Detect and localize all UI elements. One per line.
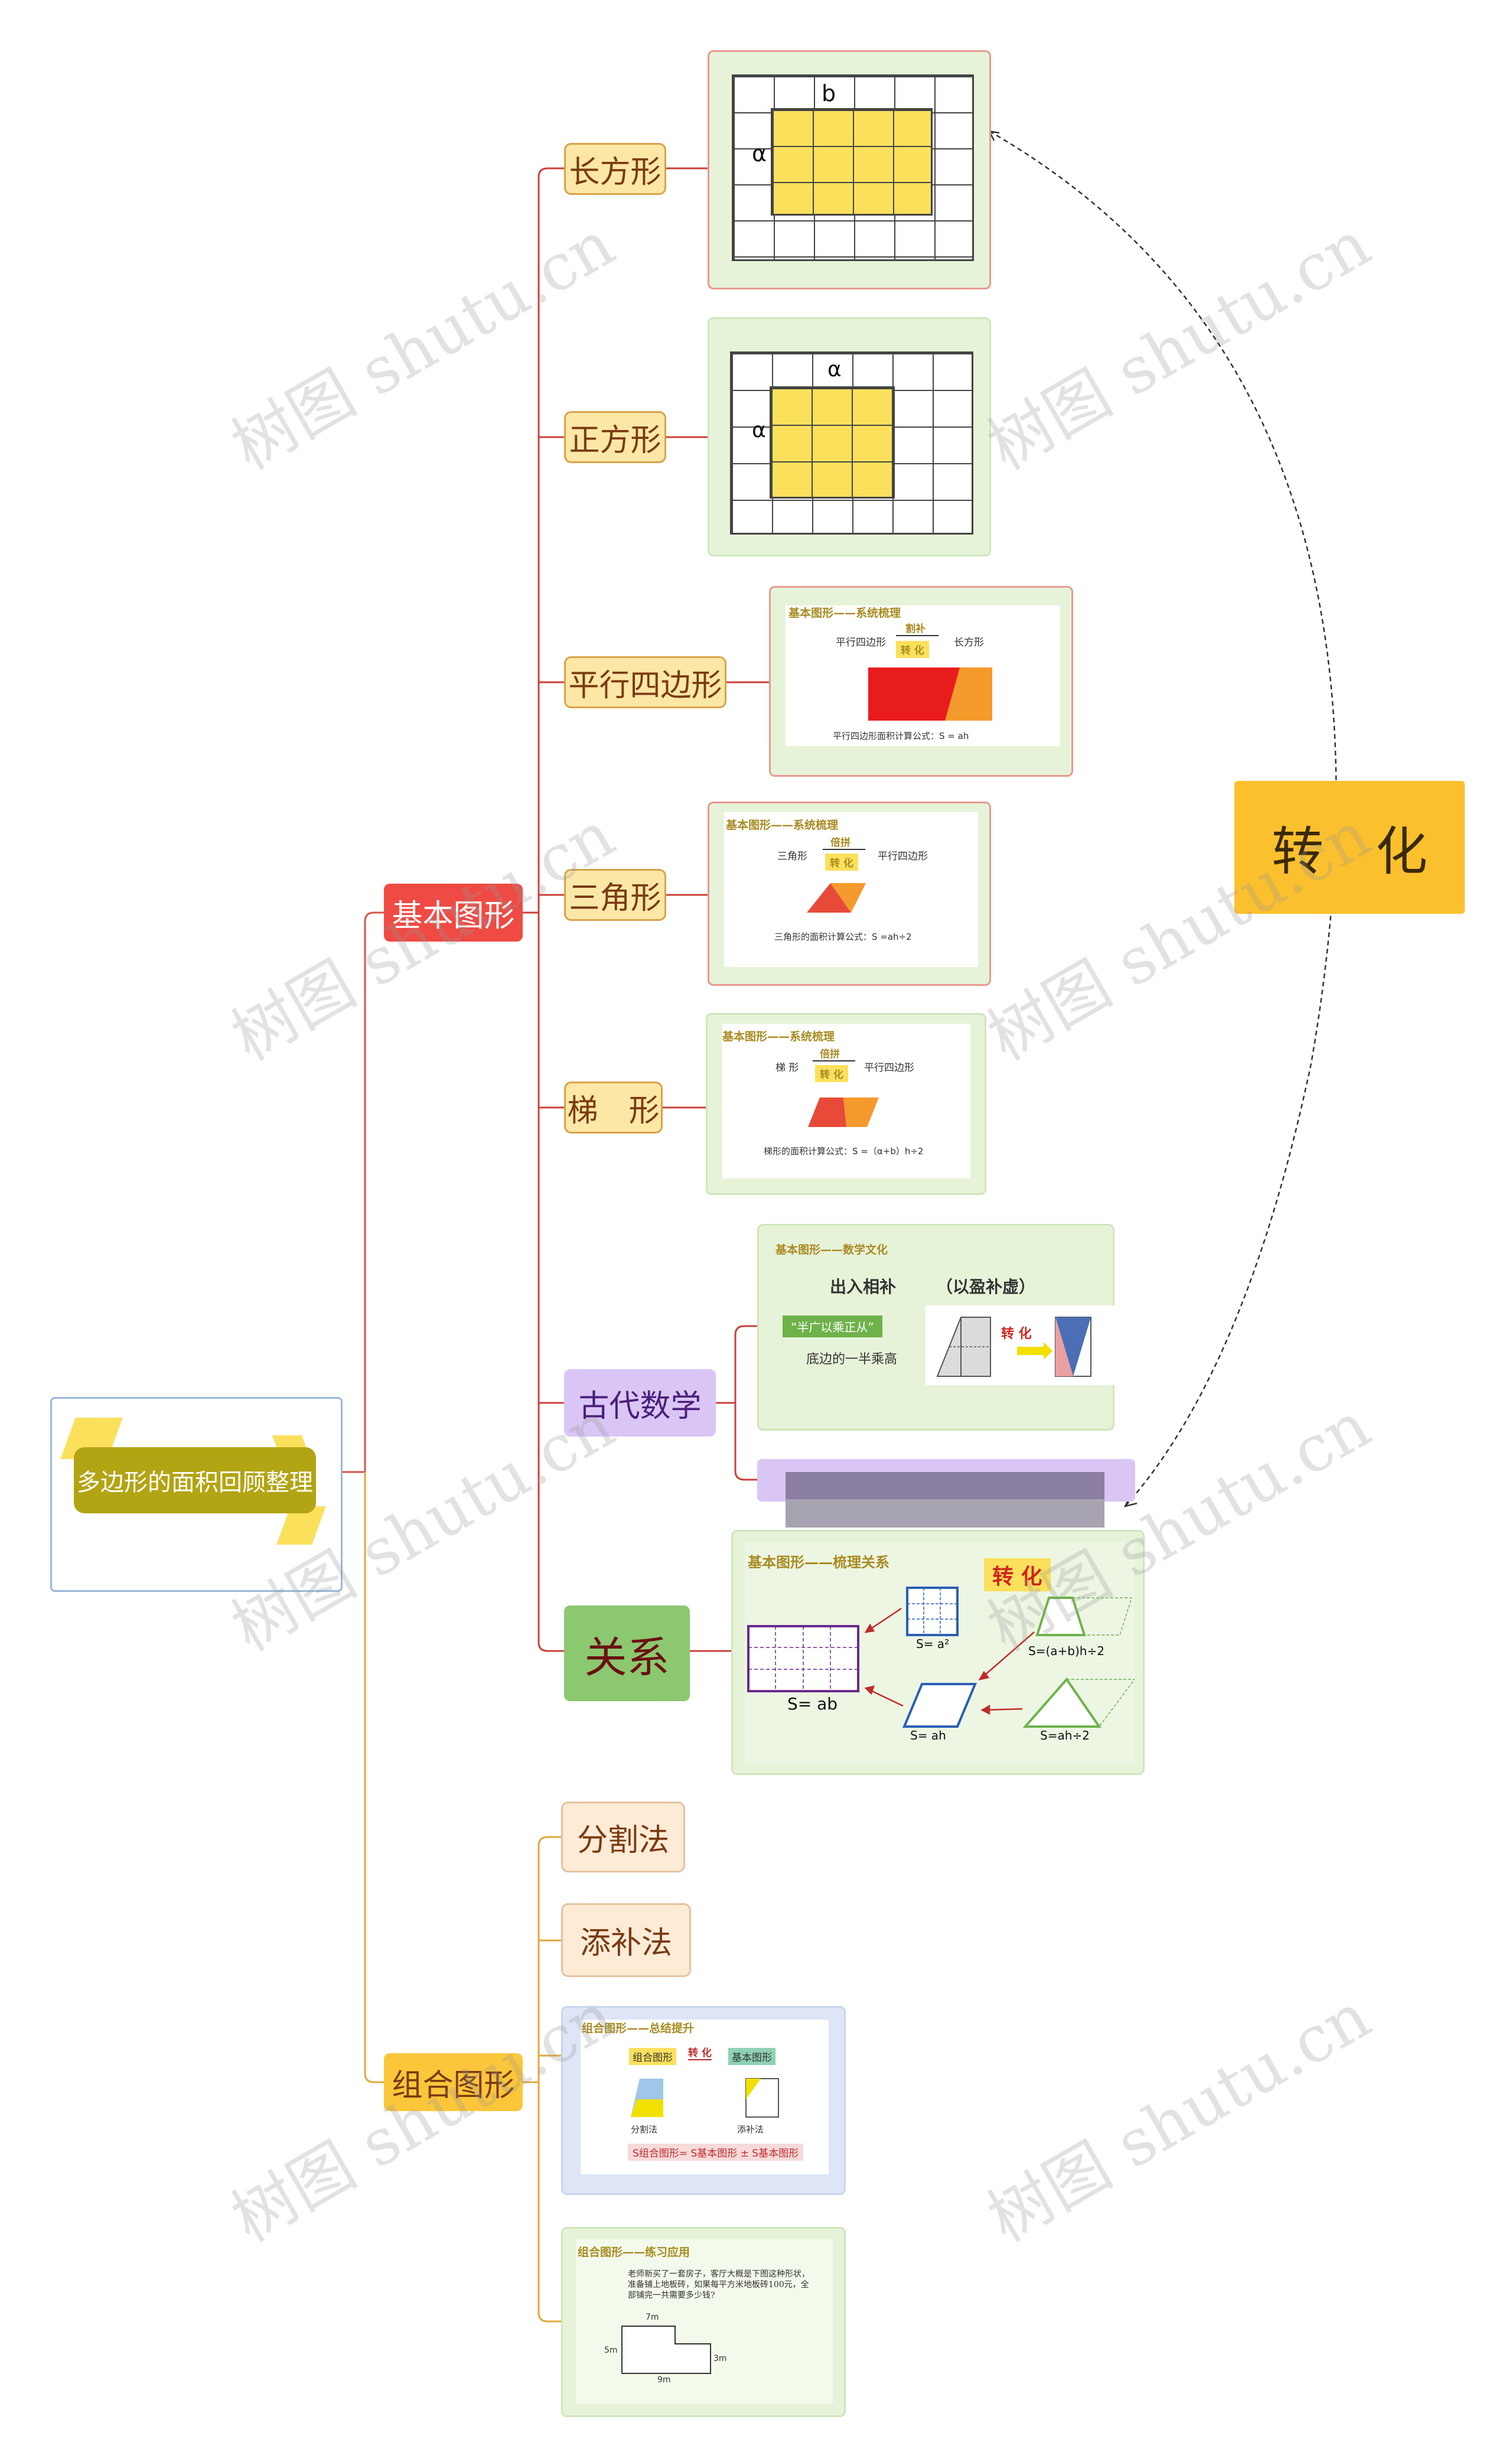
ancient-card-title: 基本图形——数学文化 xyxy=(775,1243,888,1256)
node-split-method[interactable]: 分割法 xyxy=(561,1802,685,1872)
relation-formula-square: S= a² xyxy=(916,1637,950,1651)
node-rectangle[interactable]: 长方形 xyxy=(564,143,666,195)
node-ancient-math[interactable]: 古代数学 xyxy=(564,1369,716,1437)
ancient-arrow-label: 转 化 xyxy=(1001,1327,1032,1341)
relation-formula-triangle: S=ah÷2 xyxy=(1040,1728,1090,1743)
card-square: α α xyxy=(708,317,991,556)
transform-node[interactable]: 转 化 xyxy=(1234,781,1465,914)
practice-shape xyxy=(621,2326,711,2374)
node-triangle[interactable]: 三角形 xyxy=(564,869,666,921)
relation-diagram xyxy=(747,1587,1135,1728)
summary-method-1: 分割法 xyxy=(631,2124,658,2135)
trapezoid-formula: 梯形的面积计算公式：S =（α+b）h÷2 xyxy=(764,1146,924,1157)
trapezoid-mid: 转 化 xyxy=(815,1065,848,1082)
summary-right: 基本图形 xyxy=(728,2048,775,2065)
square-label-left: α xyxy=(752,418,766,442)
node-fill-method[interactable]: 添补法 xyxy=(561,1903,691,1977)
root-node[interactable]: 多边形的面积回顾整理 xyxy=(74,1447,316,1513)
summary-mid: 转 化 xyxy=(688,2044,712,2060)
card-ancient-math: 基本图形——数学文化 出入相补 （以盈补虚） “半广以乘正从” 底边的一半乘高 … xyxy=(757,1224,1117,1431)
trapezoid-to: 平行四边形 xyxy=(864,1062,914,1074)
triangle-card-title: 基本图形——系统梳理 xyxy=(726,819,839,832)
card-parallelogram: 基本图形——系统梳理 平行四边形 割补 转 化 长方形 平行四边形面积计算公式：… xyxy=(769,586,1073,777)
practice-card-title: 组合图形——练习应用 xyxy=(578,2246,690,2259)
triangle-top: 倍拼 xyxy=(830,837,850,849)
ancient-heading-1: 出入相补 xyxy=(830,1277,897,1297)
ancient-figure xyxy=(926,1305,1117,1385)
rectangle-label-b: b xyxy=(822,80,836,106)
parallelogram-formula: 平行四边形面积计算公式：S = ah xyxy=(833,731,969,741)
summary-formula: S组合图形= S基本图形 ± S基本图形 xyxy=(628,2144,804,2161)
node-trapezoid[interactable]: 梯 形 xyxy=(564,1082,663,1134)
parallelogram-top: 割补 xyxy=(905,623,926,635)
trapezoid-top: 倍拼 xyxy=(820,1048,840,1060)
summary-shapes xyxy=(631,2078,779,2118)
relation-formula-rectangle: S= ab xyxy=(787,1694,838,1714)
card-triangle: 基本图形——系统梳理 三角形 倍拼 转 化 平行四边形 三角形的面积计算公式：S… xyxy=(708,802,991,986)
card-trapezoid: 基本图形——系统梳理 梯 形 倍拼 转 化 平行四边形 梯形的面积计算公式：S … xyxy=(706,1013,986,1195)
card-rectangle: b α xyxy=(708,50,991,289)
card-composite-summary: 组合图形——总结提升 组合图形 转 化 基本图形 分割法 添补法 S组合图形= … xyxy=(561,2006,846,2195)
triangle-shape xyxy=(807,883,866,913)
ancient-image-bar-2 xyxy=(786,1499,1104,1528)
node-parallelogram[interactable]: 平行四边形 xyxy=(564,656,726,708)
practice-text: 老师新买了一套房子，客厅大概是下图这种形状，准备铺上地板砖，如果每平方米地板砖1… xyxy=(628,2269,810,2300)
ancient-quote: “半广以乘正从” xyxy=(783,1315,882,1337)
ancient-heading-2: （以盈补虚） xyxy=(936,1277,1036,1297)
practice-dim-9m: 9m xyxy=(657,2375,671,2385)
practice-dim-7m: 7m xyxy=(646,2313,659,2322)
node-square[interactable]: 正方形 xyxy=(564,411,666,463)
trapezoid-from: 梯 形 xyxy=(775,1062,799,1074)
relation-formula-parallelogram: S= ah xyxy=(910,1728,946,1743)
ancient-desc: 底边的一半乘高 xyxy=(806,1352,898,1367)
trapezoid-divider xyxy=(813,1060,855,1061)
rectangle-label-a: α xyxy=(752,141,767,167)
triangle-from: 三角形 xyxy=(777,851,807,862)
card-composite-practice: 组合图形——练习应用 老师新买了一套房子，客厅大概是下图这种形状，准备铺上地板砖… xyxy=(561,2227,846,2417)
branch-basic[interactable]: 基本图形 xyxy=(384,884,523,942)
relation-formula-trapezoid: S=(a+b)h÷2 xyxy=(1028,1644,1104,1658)
rectangle-fill xyxy=(771,108,933,216)
summary-left: 组合图形 xyxy=(629,2048,676,2065)
branch-composite[interactable]: 组合图形 xyxy=(384,2053,523,2111)
trapezoid-card-title: 基本图形——系统梳理 xyxy=(722,1030,835,1043)
relation-card-title: 基本图形——梳理关系 xyxy=(748,1554,889,1571)
practice-inner xyxy=(576,2239,833,2404)
node-relation[interactable]: 关系 xyxy=(564,1605,690,1701)
triangle-mid: 转 化 xyxy=(825,854,858,871)
square-label-top: α xyxy=(827,357,842,382)
card-relation: 基本图形——梳理关系 转 化 S= ab S= a² S= ah S=(a+b)… xyxy=(731,1530,1145,1775)
parallelogram-divider xyxy=(896,635,939,636)
parallelogram-card-title: 基本图形——系统梳理 xyxy=(788,607,901,620)
practice-dim-3m: 3m xyxy=(713,2354,727,2363)
summary-method-2: 添补法 xyxy=(737,2124,764,2135)
parallelogram-from: 平行四边形 xyxy=(836,637,886,649)
trapezoid-shape xyxy=(808,1098,879,1127)
practice-dim-5m: 5m xyxy=(604,2346,618,2355)
triangle-formula: 三角形的面积计算公式：S =ah÷2 xyxy=(774,932,912,942)
summary-card-title: 组合图形——总结提升 xyxy=(582,2022,695,2035)
square-fill xyxy=(770,386,895,499)
triangle-to: 平行四边形 xyxy=(878,851,928,862)
parallelogram-to: 长方形 xyxy=(954,637,984,649)
parallelogram-shape xyxy=(868,667,992,721)
triangle-divider xyxy=(823,849,865,850)
relation-badge: 转 化 xyxy=(984,1558,1051,1591)
parallelogram-mid: 转 化 xyxy=(896,641,929,658)
